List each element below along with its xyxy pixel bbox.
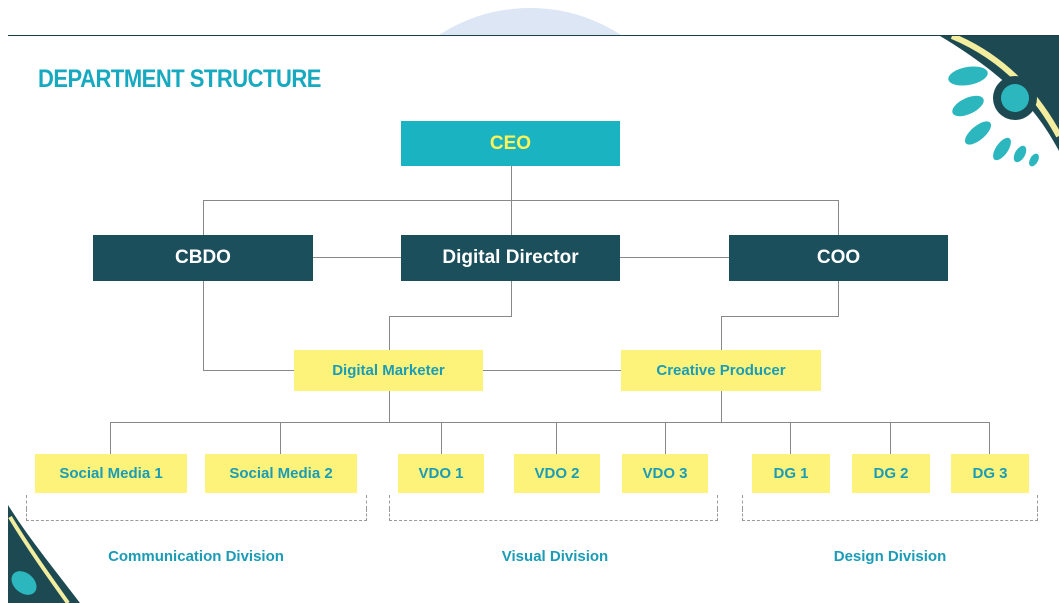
corner-wave-decoration: [8, 505, 80, 603]
connector-line: [203, 200, 204, 235]
page-title: DEPARTMENT STRUCTURE: [38, 64, 321, 93]
connector-line: [556, 422, 557, 454]
connector-line: [110, 422, 111, 454]
node-dg-2: DG 2: [852, 454, 930, 493]
node-dg-1: DG 1: [752, 454, 830, 493]
node-vdo-1: VDO 1: [398, 454, 484, 493]
connector-line: [790, 422, 791, 454]
group-bracket-communication: [26, 495, 367, 521]
node-cbdo: CBDO: [93, 235, 313, 281]
connector-line: [989, 422, 990, 454]
connector-line: [313, 257, 401, 258]
node-digital-director: Digital Director: [401, 235, 620, 281]
node-dg-3: DG 3: [951, 454, 1029, 493]
node-digital-marketer: Digital Marketer: [294, 350, 483, 391]
connector-line: [665, 422, 666, 454]
connector-line: [511, 281, 512, 316]
node-ceo: CEO: [401, 121, 620, 166]
division-label-communication: Communication Division: [108, 548, 284, 565]
division-label-design: Design Division: [833, 548, 947, 565]
connector-line: [203, 370, 294, 371]
connector-line: [721, 316, 839, 317]
connector-line: [721, 316, 722, 350]
group-bracket-visual: [389, 495, 718, 521]
group-bracket-design: [742, 495, 1038, 521]
division-label-visual: Visual Division: [501, 548, 609, 565]
background-circle-decoration: [437, 8, 623, 36]
connector-line: [483, 370, 621, 371]
node-social-media-1: Social Media 1: [35, 454, 187, 493]
connector-line: [280, 422, 281, 454]
connector-line: [838, 281, 839, 317]
node-vdo-2: VDO 2: [514, 454, 600, 493]
connector-line: [203, 281, 204, 371]
node-social-media-2: Social Media 2: [205, 454, 357, 493]
node-creative-producer: Creative Producer: [621, 350, 821, 391]
connector-line: [441, 422, 442, 454]
connector-line: [389, 391, 390, 423]
connector-line: [721, 391, 722, 423]
leaf-decoration-icon: [940, 36, 1059, 167]
node-coo: COO: [729, 235, 948, 281]
connector-line: [890, 422, 891, 454]
connector-line: [620, 257, 729, 258]
node-vdo-3: VDO 3: [622, 454, 708, 493]
connector-line: [389, 316, 512, 317]
connector-line: [389, 316, 390, 350]
connector-line: [838, 200, 839, 235]
connector-line: [203, 200, 839, 201]
connector-line: [110, 422, 990, 423]
header-divider: [8, 35, 1059, 36]
